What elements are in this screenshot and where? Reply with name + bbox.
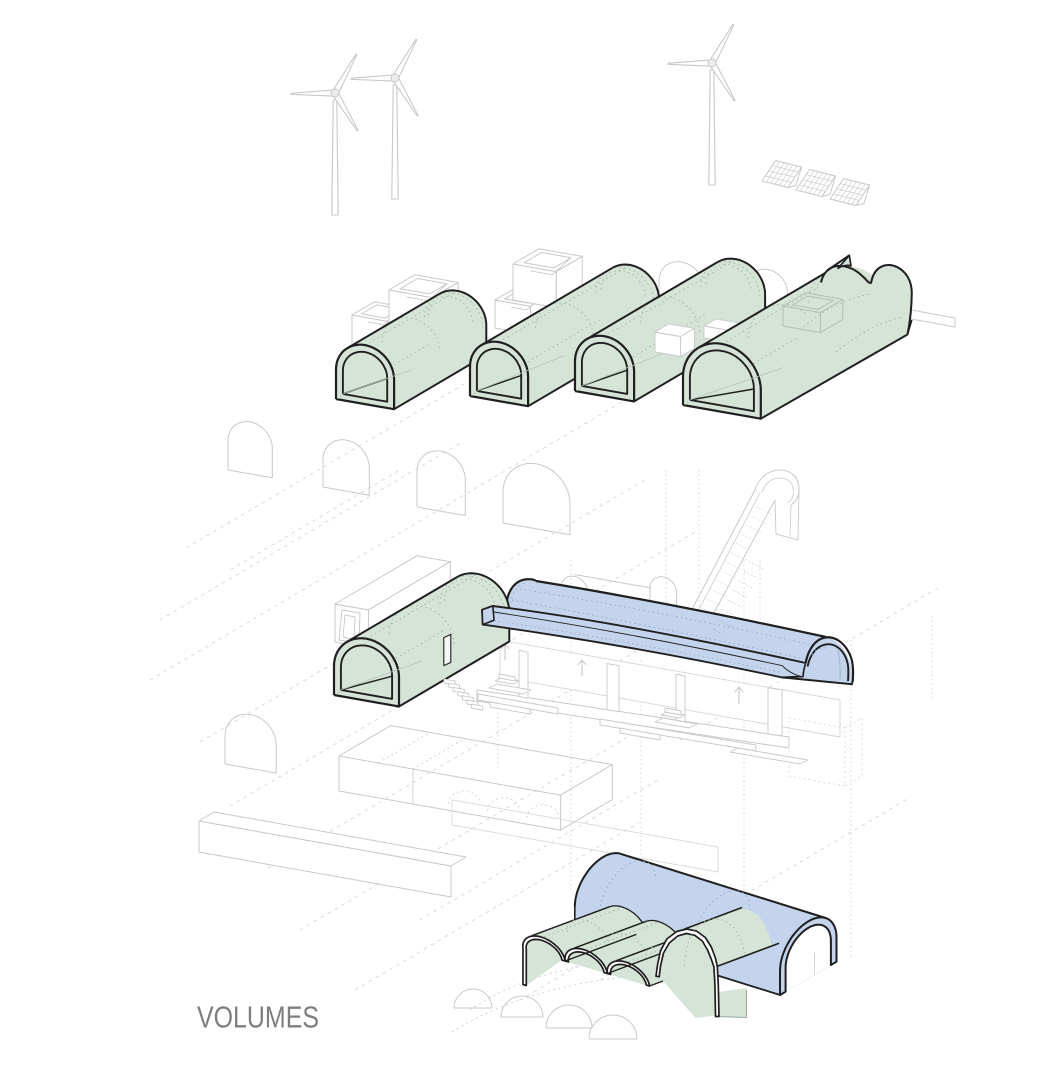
svg-text:VOLUMES: VOLUMES [197,1001,319,1035]
